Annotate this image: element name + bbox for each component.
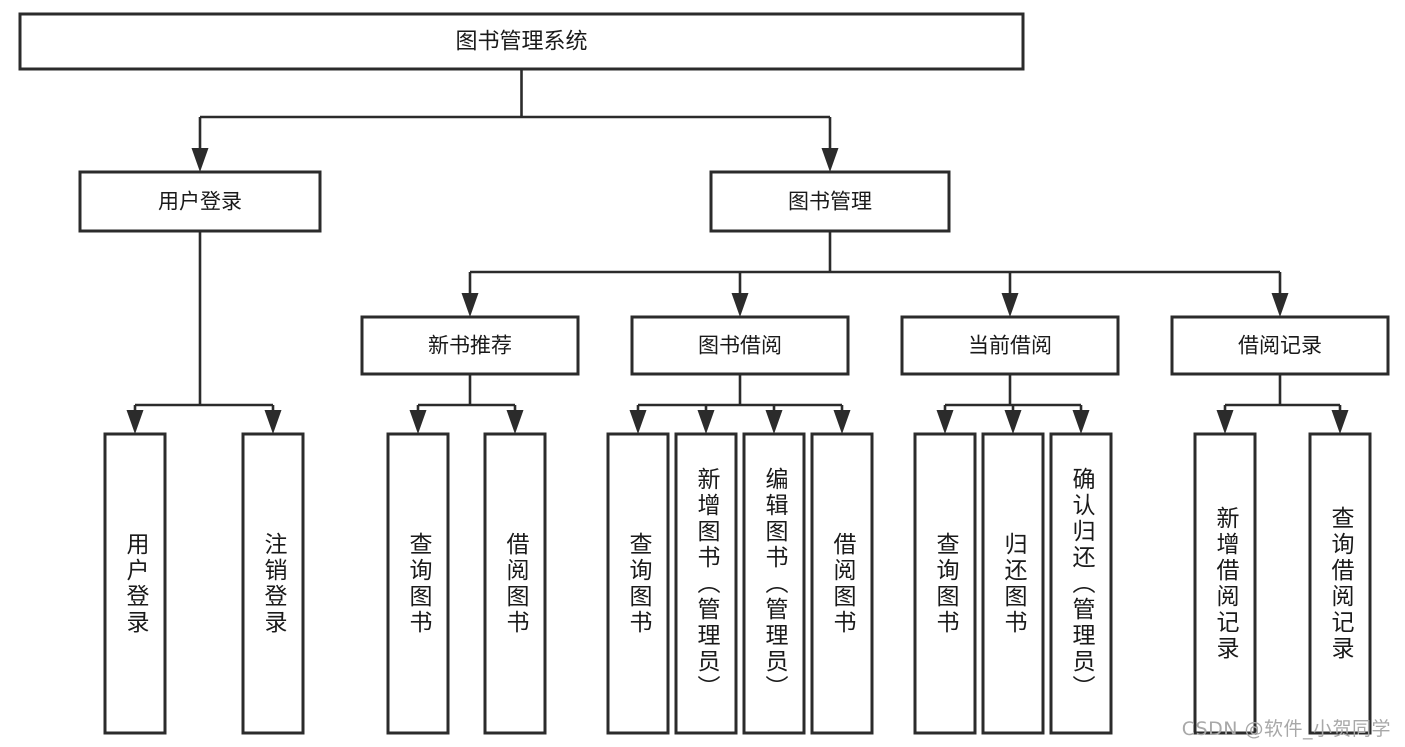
leaf-box-7[interactable] <box>810 432 874 735</box>
arrow-to-level2-0 <box>191 148 209 172</box>
leaf-box-4[interactable] <box>606 432 670 735</box>
arrow-to-leaf-9 <box>1004 410 1022 434</box>
node-level2-label-1: 图书管理 <box>788 190 872 214</box>
node-root-box[interactable] <box>18 12 1025 71</box>
leaf-box-0[interactable] <box>103 432 167 735</box>
leaf-box-1[interactable] <box>241 432 305 735</box>
node-level2-label-0: 用户登录 <box>158 190 242 214</box>
node-level3-label-0: 新书推荐 <box>428 334 512 358</box>
arrow-to-level2-1 <box>821 148 839 172</box>
arrow-to-level3-3 <box>1271 293 1289 317</box>
arrow-to-level3-2 <box>1001 293 1019 317</box>
watermark-text: CSDN @软件_小贺同学 <box>1181 718 1391 740</box>
arrow-to-leaf-3 <box>506 410 524 434</box>
node-root-label: 图书管理系统 <box>455 30 587 55</box>
arrow-to-leaf-2 <box>409 410 427 434</box>
arrow-to-leaf-10 <box>1072 410 1090 434</box>
leaf-box-10[interactable] <box>1049 432 1113 735</box>
arrow-to-leaf-12 <box>1331 410 1349 434</box>
leaf-box-3[interactable] <box>483 432 547 735</box>
node-level3-label-2: 当前借阅 <box>968 334 1052 358</box>
arrow-to-leaf-1 <box>264 410 282 434</box>
arrow-to-leaf-0 <box>126 410 144 434</box>
box-layer <box>18 12 1390 735</box>
node-level2-box-1[interactable] <box>709 170 951 233</box>
leaf-box-8[interactable] <box>913 432 977 735</box>
node-level3-box-1[interactable] <box>630 315 850 376</box>
leaf-box-6[interactable] <box>742 432 806 735</box>
arrow-to-leaf-4 <box>629 410 647 434</box>
leaf-box-12[interactable] <box>1308 432 1372 735</box>
leaf-box-11[interactable] <box>1193 432 1257 735</box>
leaf-box-2[interactable] <box>386 432 450 735</box>
node-level2-box-0[interactable] <box>78 170 322 233</box>
node-level3-box-2[interactable] <box>900 315 1120 376</box>
node-level3-box-3[interactable] <box>1170 315 1390 376</box>
node-level3-box-0[interactable] <box>360 315 580 376</box>
arrow-to-leaf-6 <box>765 410 783 434</box>
leaf-box-5[interactable] <box>674 432 738 735</box>
connector-layer <box>126 69 1349 434</box>
arrow-to-leaf-7 <box>833 410 851 434</box>
arrow-to-leaf-8 <box>936 410 954 434</box>
arrow-to-level3-0 <box>461 293 479 317</box>
leaf-box-9[interactable] <box>981 432 1045 735</box>
node-level3-label-1: 图书借阅 <box>698 334 782 358</box>
node-level3-label-3: 借阅记录 <box>1238 334 1322 358</box>
arrow-to-leaf-5 <box>697 410 715 434</box>
arrow-to-leaf-11 <box>1216 410 1234 434</box>
arrow-to-level3-1 <box>731 293 749 317</box>
